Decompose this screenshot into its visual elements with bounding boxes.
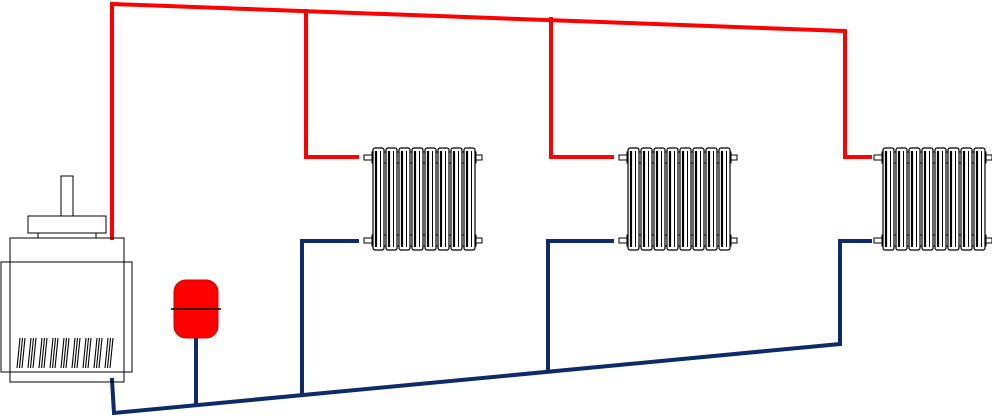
radiator-section [666,147,679,251]
radiator-section [882,147,895,251]
radiator-1 [363,147,483,251]
grille-slot [76,337,81,369]
radiator-section [908,147,921,251]
radiator-section [372,147,385,251]
radiator-plug [730,237,738,244]
boiler-chimney [60,175,74,217]
radiator-outlet [363,237,373,244]
radiator-inlet [618,154,628,161]
supply-branch-radiator-1 [304,9,359,159]
grille-slot [109,337,114,369]
radiator-3 [873,147,992,251]
grille-slot [93,337,98,369]
supply-branch-radiator-2 [549,17,614,159]
boiler-top-connector [37,232,97,239]
radiator-outlet [618,237,628,244]
return-branch-radiator-1 [300,239,359,395]
radiator-top-header [371,151,477,164]
radiator-top-header [881,151,987,164]
return-main-pipe [109,239,872,416]
radiator-plug [730,154,738,161]
radiator-plug [985,237,992,244]
grille-slot [38,337,43,369]
grille-slot [40,337,46,369]
grille-slot [65,337,70,369]
radiator-bottom-header [371,234,477,247]
radiator-section [692,147,705,251]
radiator-section [705,147,718,251]
radiator-section [450,147,463,251]
grille-slot [29,337,35,369]
grille-slot [73,337,79,369]
return-pipes [109,239,872,416]
grille-slot [95,337,101,369]
radiator-section [679,147,692,251]
grille-slot [27,337,32,369]
radiator-bottom-header [881,234,987,247]
radiator-section [895,147,908,251]
radiator-section [960,147,973,251]
grille-slot [32,337,37,369]
grille-slot [21,337,26,369]
boiler-vent-grille [16,337,114,369]
radiator-2 [618,147,738,251]
grille-slot [54,337,59,369]
radiator-inlet [363,154,373,161]
radiator-section [653,147,666,251]
grille-slot [51,337,57,369]
radiator-section [463,147,476,251]
grille-slot [82,337,87,369]
grille-slot [18,337,24,369]
radiator-section [718,147,731,251]
radiator-inlet [873,154,883,161]
radiator-section [411,147,424,251]
supply-main-pipe [110,1,872,240]
grille-slot [71,337,76,369]
radiator-plug [475,154,483,161]
radiator-section [385,147,398,251]
radiator-section [640,147,653,251]
boiler-top-plate [27,215,107,234]
radiator-section [424,147,437,251]
radiator-section [627,147,640,251]
grille-slot [98,337,103,369]
radiator-section [437,147,450,251]
radiator-bottom-header [626,234,732,247]
grille-slot [106,337,112,369]
radiator-section [973,147,986,251]
radiator-section [947,147,960,251]
grille-slot [87,337,92,369]
radiator-top-header [626,151,732,164]
grille-slot [49,337,54,369]
grille-slot [43,337,48,369]
boiler-icon [0,175,133,383]
radiator-plug [475,237,483,244]
radiator-section [934,147,947,251]
expansion-tank-icon [171,279,221,339]
grille-slot [84,337,90,369]
grille-slot [60,337,65,369]
grille-slot [16,337,21,369]
radiator-plug [985,154,992,161]
supply-pipes [110,1,872,240]
grille-slot [62,337,68,369]
radiator-section [398,147,411,251]
grille-slot [104,337,109,369]
return-branch-radiator-2 [546,239,614,372]
radiator-outlet [873,237,883,244]
radiator-section [921,147,934,251]
